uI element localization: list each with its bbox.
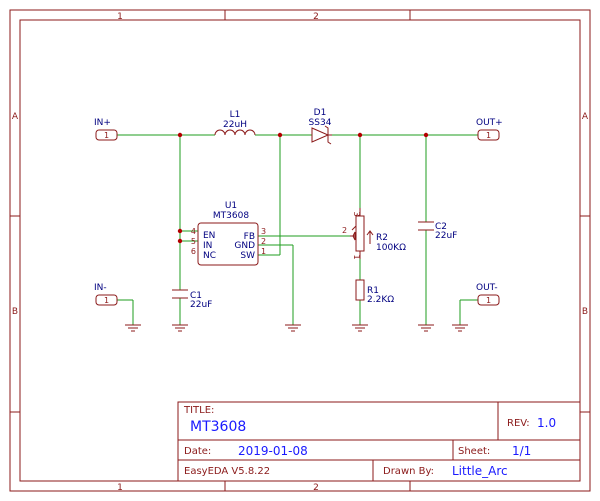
title-block: TITLE: MT3608 REV: 1.0 Date: 2019-01-08 … [177, 401, 581, 482]
wiper-arrow-icon [352, 231, 356, 241]
ground-icon [285, 324, 301, 332]
net-label-in-minus: IN- [94, 283, 107, 293]
col-label-bottom-2: 2 [313, 483, 319, 493]
r2-pin-num-3: 3 [352, 211, 361, 216]
potentiometer-r2[interactable]: 3 2 1 R2 100KΩ [342, 208, 406, 260]
port-box-out-plus [477, 129, 500, 141]
resistor-body-icon [355, 215, 365, 252]
port-pin-out-plus: 1 [486, 131, 491, 140]
wires [117, 134, 478, 325]
rev-label: REV: [507, 418, 530, 429]
drawn-by-label: Drawn By: [383, 466, 434, 477]
junction-sw-top [277, 132, 283, 138]
ic-u1[interactable]: U1 MT3608 4 5 6 EN IN NC 3 2 1 FB GND SW [191, 201, 266, 266]
ground-symbols [125, 324, 468, 332]
l1-value: 22uH [223, 120, 247, 130]
port-box-in-plus [95, 129, 118, 141]
u1-value: MT3608 [213, 211, 249, 221]
d1-ref: D1 [314, 108, 327, 118]
row-label-right-a: A [582, 112, 589, 122]
rev-value: 1.0 [537, 416, 556, 430]
inductor-coil-icon [214, 129, 256, 136]
zone-labels: 1 2 1 2 A B A B [12, 12, 589, 493]
net-label-in-plus: IN+ [94, 118, 111, 128]
resistor-body-icon [355, 279, 365, 301]
u1-pin-name-fb: FB [244, 232, 255, 242]
port-out-plus[interactable]: OUT+ 1 [476, 118, 503, 141]
port-pin-out-minus: 1 [486, 296, 491, 305]
r1-ref: R1 [367, 286, 379, 296]
junction-en [177, 228, 183, 234]
r2-pin-num-1: 1 [352, 254, 361, 259]
junction-vin-top [177, 132, 183, 138]
software-label: EasyEDA V5.8.22 [184, 466, 270, 477]
c2-value: 22uF [435, 231, 457, 241]
u1-pin-num-3: 3 [261, 227, 266, 236]
net-label-out-plus: OUT+ [476, 118, 503, 128]
u1-pin-num-2: 2 [261, 237, 266, 246]
u1-ref: U1 [225, 201, 237, 211]
u1-pin-name-gnd: GND [234, 241, 255, 251]
r2-ref: R2 [376, 233, 388, 243]
col-label-top-1: 1 [117, 12, 123, 22]
capacitor-c1[interactable]: C1 22uF [172, 289, 212, 310]
row-label-left-a: A [12, 112, 19, 122]
c1-ref: C1 [190, 291, 202, 301]
u1-pin-num-5: 5 [191, 237, 196, 246]
port-box-out-minus [477, 294, 500, 306]
col-label-top-2: 2 [313, 12, 319, 22]
drawn-by-value: Little_Arc [452, 464, 508, 478]
c1-value: 22uF [190, 300, 212, 310]
port-pin-in-plus: 1 [104, 131, 109, 140]
title-value: MT3608 [190, 419, 246, 435]
date-label: Date: [184, 446, 211, 457]
sheet-frame [9, 9, 591, 492]
diode-d1[interactable]: D1 SS34 [309, 108, 332, 145]
port-out-minus[interactable]: OUT- 1 [476, 283, 500, 306]
sheet-label: Sheet: [458, 446, 490, 457]
capacitor-c2[interactable]: C2 22uF [418, 221, 457, 241]
junctions [177, 132, 429, 244]
port-pin-in-minus: 1 [104, 296, 109, 305]
l1-ref: L1 [230, 110, 241, 120]
r2-value: 100KΩ [376, 243, 406, 253]
diode-triangle-icon [311, 127, 330, 143]
row-label-left-b: B [12, 307, 18, 317]
c2-ref: C2 [435, 222, 447, 232]
port-in-minus[interactable]: IN- 1 [94, 283, 118, 306]
port-box-in-minus [95, 294, 118, 306]
u1-pin-name-en: EN [203, 231, 215, 241]
r1-value: 2.2KΩ [367, 295, 394, 305]
ground-icon [125, 324, 141, 332]
port-in-plus[interactable]: IN+ 1 [94, 118, 118, 141]
u1-pin-num-1: 1 [261, 247, 266, 256]
inductor-l1[interactable]: L1 22uH [214, 110, 256, 136]
title-label: TITLE: [183, 405, 214, 416]
u1-pin-num-6: 6 [191, 247, 196, 256]
sheet-value: 1/1 [512, 444, 531, 458]
ground-icon [418, 324, 434, 332]
col-label-bottom-1: 1 [117, 483, 123, 493]
ground-icon [172, 324, 188, 332]
resistor-r1[interactable]: R1 2.2KΩ [355, 279, 394, 305]
ground-icon [352, 324, 368, 332]
ic-body [197, 222, 259, 266]
row-label-right-b: B [582, 307, 588, 317]
junction-vout-r2 [357, 132, 363, 138]
u1-pin-num-4: 4 [191, 227, 196, 236]
d1-value: SS34 [309, 118, 332, 128]
r2-pin-num-2: 2 [342, 226, 347, 235]
junction-vout-c2 [423, 132, 429, 138]
u1-pin-name-nc: NC [203, 251, 216, 261]
net-label-out-minus: OUT- [476, 283, 498, 293]
junction-in [177, 238, 183, 244]
u1-pin-name-sw: SW [240, 251, 255, 261]
ground-icon [452, 324, 468, 332]
date-value: 2019-01-08 [238, 444, 308, 458]
u1-pin-name-in: IN [203, 241, 212, 251]
